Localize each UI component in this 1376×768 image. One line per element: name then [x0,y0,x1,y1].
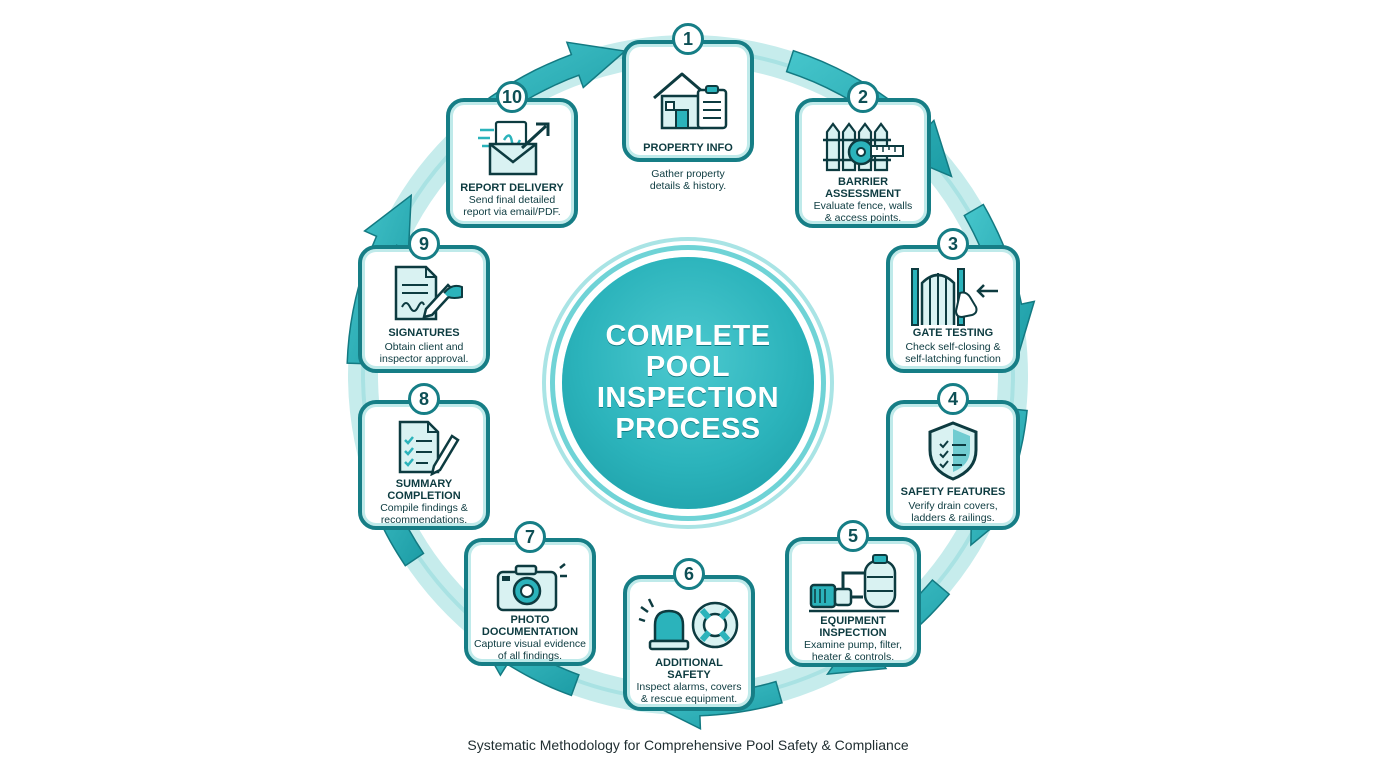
step-title: SIGNATURES [388,327,460,339]
step-description: Verify drain covers, ladders & railings. [908,500,998,524]
step-equipment-inspection: 5 EQUIPMENT INSPECTION Examine pump, fil… [785,520,921,667]
step-number-badge: 5 [837,520,869,552]
step-description: Compile findings & recommendations. [380,502,468,526]
step-number-badge: 7 [514,521,546,553]
step-number-badge: 4 [937,383,969,415]
pool-pump-filter-icon [809,554,899,613]
step-description: Send final detailed report via email/PDF… [463,194,561,218]
step-barrier-assessment: 2 BARRIER ASSESSMENT Evaluate fence, wal… [795,81,931,228]
document-signature-icon [394,265,463,321]
center-title: COMPLETE POOL INSPECTION PROCESS [596,320,780,445]
step-description: Inspect alarms, covers & rescue equipmen… [636,681,742,705]
alarm-lifebuoy-icon [638,598,739,651]
step-description: Gather property details & history. [649,168,727,192]
step-title: GATE TESTING [912,327,994,339]
step-summary-completion: 8 SUMMARY COMPLETION Compile findings & … [358,383,490,530]
step-title: BARRIER ASSESSMENT [825,176,901,200]
camera-icon [496,563,567,612]
checklist-pen-icon [398,420,460,476]
step-signatures: 9 SIGNATURES Obtain client and inspector… [358,228,490,373]
step-photo-documentation: 7 PHOTO DOCUMENTATION Capture visual evi… [464,521,596,666]
email-pdf-icon [478,120,550,176]
step-title: PHOTO DOCUMENTATION [481,614,579,638]
step-title: SUMMARY COMPLETION [387,478,461,502]
step-description: Evaluate fence, walls & access points. [813,200,913,224]
step-description: Check self-closing & self-latching funct… [905,341,1001,365]
step-number-badge: 10 [496,81,528,113]
step-gate-testing: 3 GATE TESTING Check self-closing & self… [886,228,1020,373]
step-title: EQUIPMENT INSPECTION [819,615,887,639]
step-number-badge: 2 [847,81,879,113]
shield-checklist-icon [928,421,978,481]
center-title-circle: COMPLETE POOL INSPECTION PROCESS [562,257,814,509]
step-property-info: 1 PROPERTY INFO Gather property details … [622,23,754,192]
step-number-badge: 8 [408,383,440,415]
step-description: Examine pump, filter, heater & controls. [803,639,903,663]
step-card [622,40,754,162]
step-report-delivery: 10 REPORT DELIVERY Send final detailed r… [446,81,578,228]
gate-latch-icon [911,268,998,326]
step-number-badge: 9 [408,228,440,260]
step-title: ADDITIONAL SAFETY [655,657,723,681]
step-card [785,537,921,667]
step-description: Capture visual evidence of all findings. [473,638,587,662]
step-title: PROPERTY INFO [643,142,733,154]
step-additional-safety: 6 ADDITIONAL SAFETY Inspect alarms, cove… [623,558,755,711]
caption: Systematic Methodology for Comprehensive… [467,737,909,753]
step-description: Obtain client and inspector approval. [379,341,469,365]
step-title: SAFETY FEATURES [900,486,1006,498]
step-title: REPORT DELIVERY [460,182,564,194]
fence-tape-measure-icon [823,122,904,172]
step-number-badge: 3 [937,228,969,260]
house-clipboard-icon [653,72,728,130]
step-safety-features: 4 SAFETY FEATURES Verify drain covers, l… [886,383,1020,530]
step-number-badge: 1 [672,23,704,55]
step-number-badge: 6 [673,558,705,590]
